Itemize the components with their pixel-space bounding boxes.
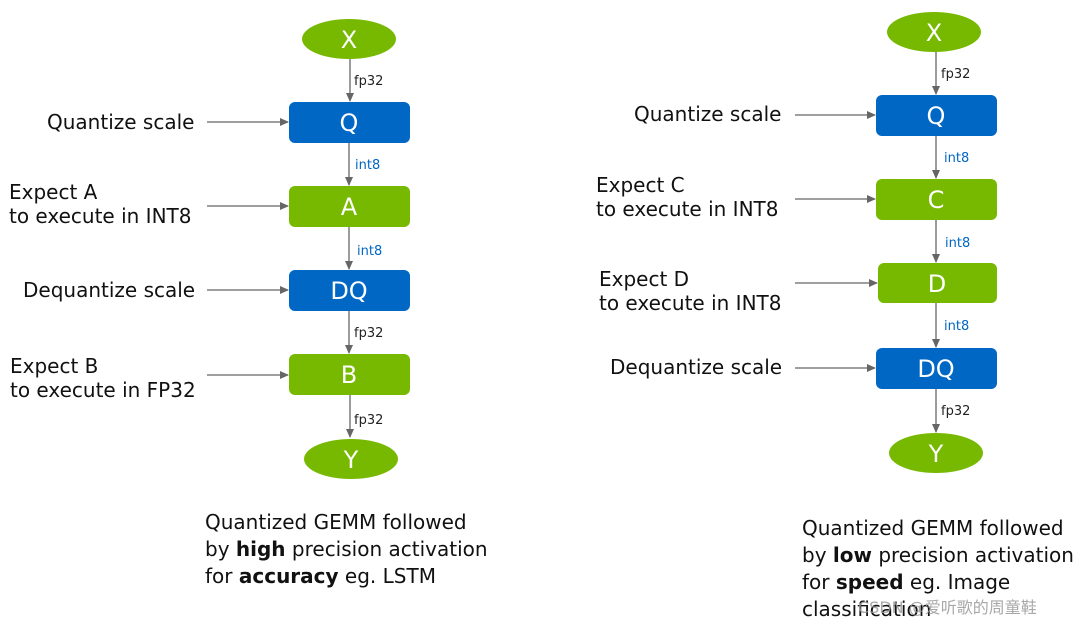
left-label-expect-a-line1: Expect A (9, 180, 98, 204)
left-caption-line1: Quantized GEMM followed (205, 510, 467, 534)
left-node-x-label: X (341, 26, 357, 54)
left-node-a-shape (289, 186, 410, 227)
right-node-q-shape (876, 95, 997, 136)
right-label-expect-c-line2: to execute in INT8 (596, 197, 779, 221)
right-caption: Quantized GEMM followed by low precision… (802, 515, 1074, 623)
right-label-dequantize-scale: Dequantize scale (610, 355, 783, 379)
left-edge-label-1: fp32 (354, 74, 383, 89)
left-label-expect-b-line1: Expect B (10, 354, 99, 378)
right-edge-label-4: int8 (944, 319, 969, 334)
right-node-dq-label: DQ (917, 355, 954, 383)
left-label-expect-b-line2: to execute in FP32 (10, 378, 196, 402)
right-caption-emphasis-speed: speed (835, 570, 904, 594)
left-edge-label-3: int8 (357, 244, 382, 259)
left-label-quantize-scale: Quantize scale (47, 110, 195, 134)
left-node-dq-label: DQ (330, 277, 367, 305)
right-edge-label-1: fp32 (941, 67, 970, 82)
watermark: CSDN @爱听歌的周童鞋 (858, 598, 1037, 617)
left-label-expect-a-line2: to execute in INT8 (9, 204, 192, 228)
right-caption-line2: by low precision activation (802, 543, 1074, 567)
right-edge-label-3: int8 (945, 236, 970, 251)
left-node-q-label: Q (340, 109, 359, 137)
left-node-q-shape (289, 102, 410, 143)
right-caption-line4: classification (802, 597, 932, 621)
right-node-x-shape (887, 12, 981, 52)
left-caption-line3: for accuracy eg. LSTM (205, 564, 436, 588)
left-node-a-label: A (341, 193, 358, 221)
right-edge-label-2: int8 (944, 151, 969, 166)
left-node-b-label: B (341, 361, 357, 389)
right-label-quantize-scale: Quantize scale (634, 102, 782, 126)
right-caption-line1: Quantized GEMM followed (802, 516, 1064, 540)
left-flow: fp32 int8 int8 fp32 fp32 X Q A DQ B Y (207, 19, 410, 479)
left-caption-line2: by high precision activation (205, 537, 488, 561)
left-edge-label-4: fp32 (354, 326, 383, 341)
right-edge-label-5: fp32 (941, 404, 970, 419)
right-node-q-label: Q (927, 102, 946, 130)
right-node-x-label: X (926, 19, 942, 47)
left-edge-label-2: int8 (355, 158, 380, 173)
right-node-y-shape (889, 433, 983, 473)
left-caption-emphasis-high: high (235, 537, 286, 561)
left-label-dequantize-scale: Dequantize scale (23, 278, 196, 302)
left-node-dq-shape (289, 270, 410, 311)
right-caption-emphasis-low: low (832, 543, 872, 567)
right-label-expect-d-line1: Expect D (599, 267, 690, 291)
left-node-b-shape (289, 354, 410, 395)
left-edge-label-5: fp32 (354, 413, 383, 428)
right-node-d-shape (878, 263, 997, 303)
right-node-c-label: C (928, 186, 945, 214)
left-caption: Quantized GEMM followed by high precisio… (205, 509, 488, 590)
left-node-y-shape (304, 439, 398, 479)
right-flow: fp32 int8 int8 int8 fp32 X Q C D DQ Y (795, 12, 997, 473)
right-caption-line3: for speed eg. Image (802, 570, 1011, 594)
right-node-dq-shape (876, 348, 997, 389)
left-node-y-label: Y (343, 446, 359, 474)
left-caption-emphasis-accuracy: accuracy (238, 564, 339, 588)
right-node-y-label: Y (928, 440, 944, 468)
right-node-c-shape (876, 179, 997, 220)
left-node-x-shape (302, 19, 396, 59)
right-label-expect-d-line2: to execute in INT8 (599, 291, 782, 315)
right-node-d-label: D (928, 270, 946, 298)
right-label-expect-c-line1: Expect C (596, 173, 685, 197)
